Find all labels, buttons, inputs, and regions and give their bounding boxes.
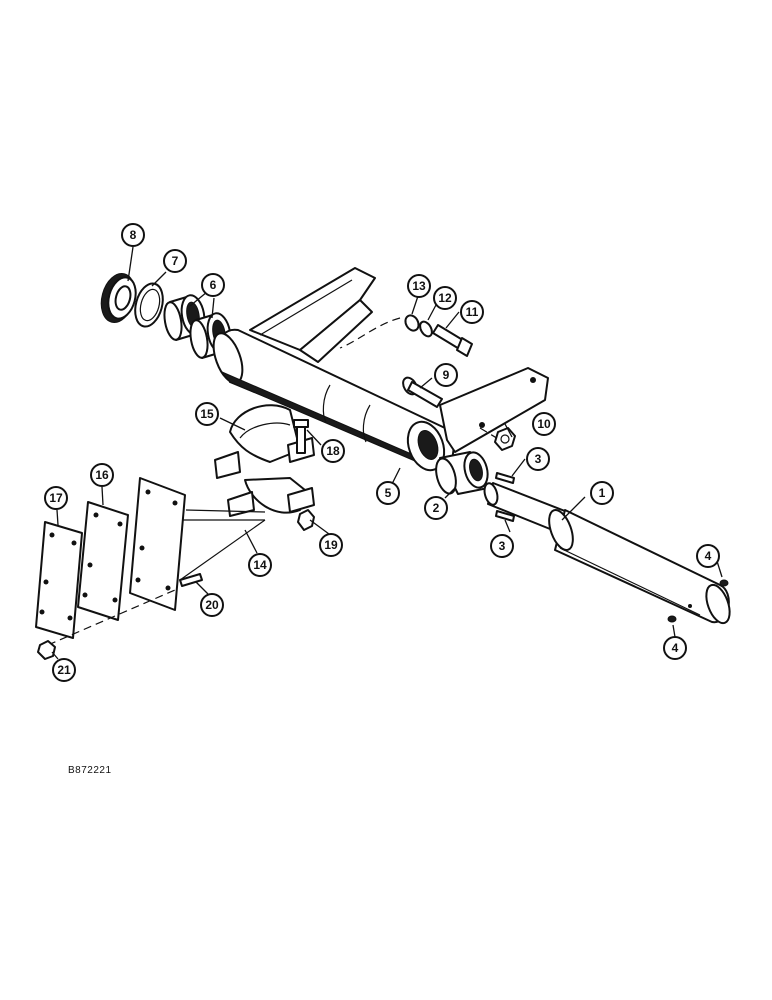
callout-label: 7: [172, 254, 179, 268]
callout-label: 2: [433, 501, 440, 515]
callout-6: 6: [201, 273, 225, 297]
callout-label: 11: [466, 305, 479, 319]
callout-17: 17: [44, 486, 68, 510]
lockwasher-part: [419, 320, 433, 338]
callout-14: 14: [248, 553, 272, 577]
callout-3b: 3: [490, 534, 514, 558]
arm-assembly: [212, 267, 549, 472]
callout-15: 15: [195, 402, 219, 426]
assembly-line-plates: [47, 589, 176, 646]
bolt-part-20: [179, 573, 203, 587]
callout-13: 13: [407, 274, 431, 298]
callout-label: 12: [438, 291, 452, 305]
mount-bracket-part: [179, 477, 315, 581]
callout-16: 16: [90, 463, 114, 487]
callout-4b: 4: [663, 636, 687, 660]
pin-part-upper: [495, 472, 515, 484]
callout-label: 5: [385, 486, 392, 500]
callout-19: 19: [319, 533, 343, 557]
plate-part-middle: [77, 501, 129, 621]
bushing-part: [435, 451, 489, 495]
callout-5: 5: [376, 481, 400, 505]
nut-part: [494, 427, 516, 451]
setscrew-part-upper: [719, 579, 729, 587]
callout-20: 20: [200, 593, 224, 617]
callout-label: 14: [253, 558, 267, 572]
shaft-part: [483, 482, 731, 625]
callout-18: 18: [321, 439, 345, 463]
callout-label: 9: [443, 368, 450, 382]
plate-part-rear: [129, 477, 186, 611]
callout-label: 18: [326, 444, 340, 458]
plate-part-front: [35, 521, 83, 639]
callout-label: 8: [130, 228, 137, 242]
callout-3a: 3: [526, 447, 550, 471]
callout-label: 6: [210, 278, 217, 292]
callout-label: 21: [57, 663, 71, 677]
callout-label: 16: [95, 468, 109, 482]
bolt-part-9: [402, 376, 443, 408]
callout-1: 1: [590, 481, 614, 505]
bolt-part-11: [432, 324, 473, 357]
callout-label: 19: [324, 538, 338, 552]
reference-code: B872221: [68, 765, 112, 776]
callout-label: 13: [412, 279, 426, 293]
callout-9: 9: [434, 363, 458, 387]
callout-label: 4: [672, 641, 679, 655]
callout-8: 8: [121, 223, 145, 247]
callout-10: 10: [532, 412, 556, 436]
callout-21: 21: [52, 658, 76, 682]
callout-label: 20: [205, 598, 219, 612]
flatwasher-part: [404, 314, 420, 332]
callout-11: 11: [460, 300, 484, 324]
pin-part-lower: [495, 510, 515, 522]
callout-label: 3: [499, 539, 506, 553]
callout-label: 4: [705, 549, 712, 563]
callout-label: 3: [535, 452, 542, 466]
bolt-part-18: [293, 419, 309, 454]
callout-7: 7: [163, 249, 187, 273]
setscrew-part-lower: [667, 615, 677, 623]
assembly-line-13: [339, 317, 401, 349]
seal-part: [100, 272, 137, 324]
nut-part-19: [297, 509, 315, 531]
washer-part: [134, 282, 164, 328]
callout-4a: 4: [696, 544, 720, 568]
callout-label: 1: [599, 486, 606, 500]
callout-label: 10: [537, 417, 551, 431]
callout-label: 15: [200, 407, 214, 421]
callout-12: 12: [433, 286, 457, 310]
nut-part-21: [37, 640, 56, 660]
callout-2: 2: [424, 496, 448, 520]
callout-label: 17: [49, 491, 63, 505]
